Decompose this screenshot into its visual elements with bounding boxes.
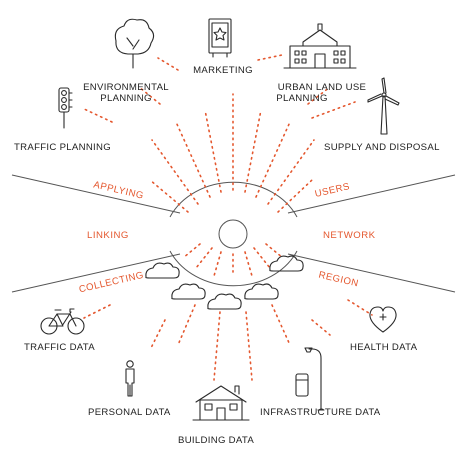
town-hall-icon bbox=[283, 23, 357, 69]
layer-linking: LINKING bbox=[87, 230, 129, 241]
upper-rays bbox=[81, 54, 356, 213]
label-environmental-planning: PLANNING bbox=[100, 93, 151, 104]
label-health-data: HEALTH DATA bbox=[350, 342, 418, 353]
label-environmental: ENVIRONMENTAL bbox=[83, 82, 169, 93]
layer-applying: APPLYING bbox=[92, 179, 144, 201]
house-icon bbox=[192, 385, 250, 421]
central-hub bbox=[218, 219, 248, 249]
cloud-icon bbox=[269, 255, 304, 272]
heart-health-icon bbox=[369, 306, 397, 333]
tree-icon bbox=[114, 18, 155, 69]
lower-rays bbox=[83, 243, 373, 381]
street-lamp-icon bbox=[304, 347, 325, 411]
hub-arc-bottom bbox=[169, 250, 298, 287]
hub-arc-top bbox=[169, 181, 298, 218]
label-building-data: BUILDING DATA bbox=[178, 435, 254, 446]
cloud-icon bbox=[244, 283, 279, 300]
separator-upper-left bbox=[11, 174, 181, 214]
layer-users: USERS bbox=[314, 181, 351, 200]
billboard-star-icon bbox=[208, 18, 232, 58]
layer-network: NETWORK bbox=[323, 230, 376, 241]
separator-lower-left bbox=[11, 253, 181, 293]
cloud-icon bbox=[207, 293, 242, 310]
person-icon bbox=[125, 360, 135, 397]
wind-turbine-icon bbox=[367, 77, 400, 135]
separator-upper-right bbox=[287, 174, 456, 214]
label-traffic-data: TRAFFIC DATA bbox=[24, 342, 95, 353]
label-urban-land-use: URBAN LAND USE bbox=[278, 82, 366, 93]
label-marketing: MARKETING bbox=[193, 65, 253, 76]
label-supply-disposal: SUPPLY AND DISPOSAL bbox=[324, 142, 440, 153]
clouds bbox=[145, 255, 304, 310]
label-traffic-planning: TRAFFIC PLANNING bbox=[14, 142, 111, 153]
cloud-icon bbox=[145, 262, 180, 279]
separator-lower-right bbox=[287, 253, 456, 293]
layer-collecting: COLLECTING bbox=[78, 270, 145, 296]
traffic-light-icon bbox=[58, 87, 73, 129]
label-personal-data: PERSONAL DATA bbox=[88, 407, 171, 418]
label-urban-planning: PLANNING bbox=[276, 93, 327, 104]
bin-icon bbox=[295, 373, 309, 397]
layer-region: REGION bbox=[317, 270, 359, 290]
bicycle-icon bbox=[40, 308, 85, 335]
label-infrastructure-data: INFRASTRUCTURE DATA bbox=[260, 407, 381, 418]
cloud-icon bbox=[171, 283, 206, 300]
